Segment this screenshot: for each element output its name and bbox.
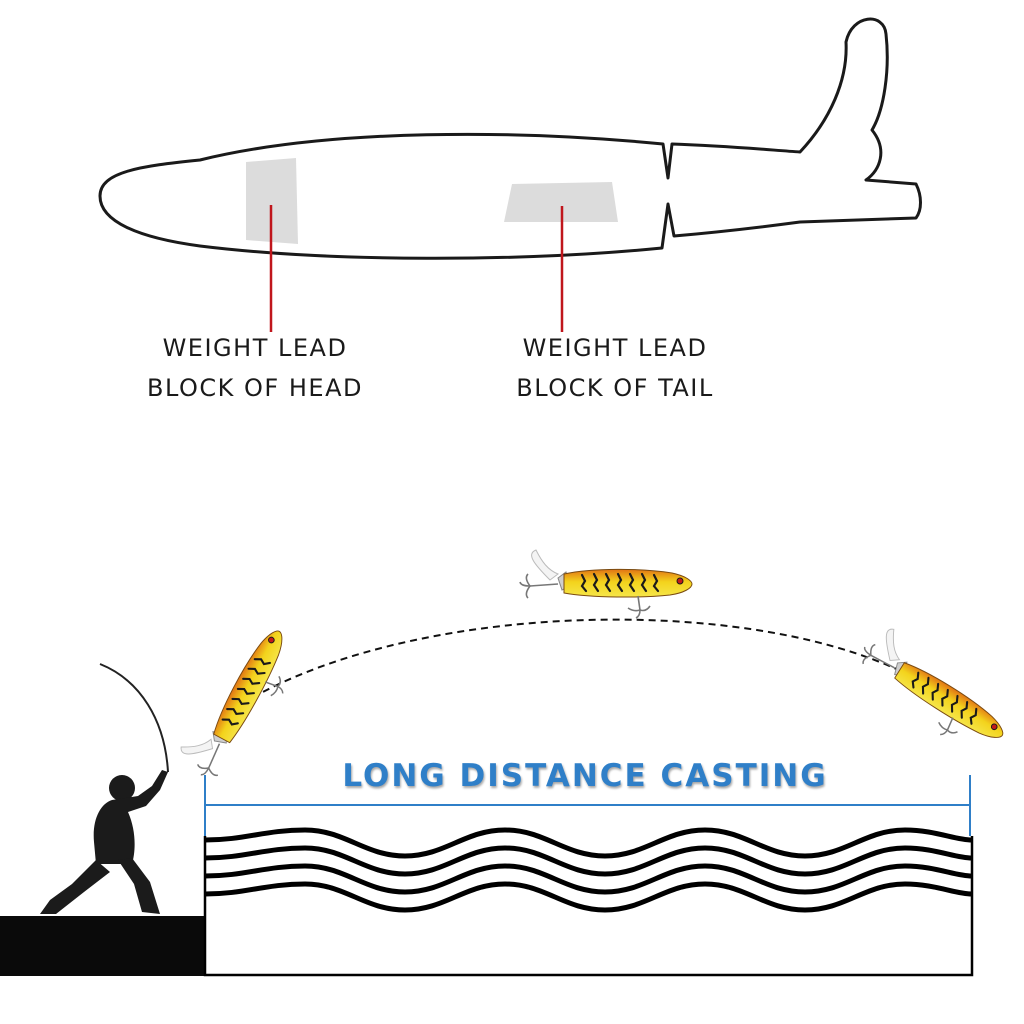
head-weight-label-line2: BLOCK OF HEAD — [147, 374, 363, 402]
casting-title: LONG DISTANCE CASTING — [342, 758, 828, 794]
tail-weight-label-line1: WEIGHT LEAD — [522, 334, 708, 362]
lure-outline — [98, 17, 922, 260]
water-box-border — [203, 836, 974, 977]
head-weight-label-line1: WEIGHT LEAD — [162, 334, 348, 362]
casting-arc — [231, 618, 923, 711]
lure-launch — [172, 615, 309, 792]
angler-silhouette — [40, 770, 168, 914]
tail-weight-label-line2: BLOCK OF TAIL — [516, 374, 714, 402]
head-weight-label: WEIGHT LEAD BLOCK OF HEAD — [110, 328, 400, 408]
tail-weight-label: WEIGHT LEAD BLOCK OF TAIL — [470, 328, 760, 408]
lure-landing — [845, 620, 1021, 764]
lure-apex — [518, 548, 694, 620]
shore-bank — [0, 916, 205, 976]
fishing-rod — [99, 663, 169, 773]
distance-line — [204, 775, 971, 836]
water — [204, 827, 973, 913]
tail-weight-block — [504, 182, 618, 222]
head-weight-block — [246, 158, 298, 244]
